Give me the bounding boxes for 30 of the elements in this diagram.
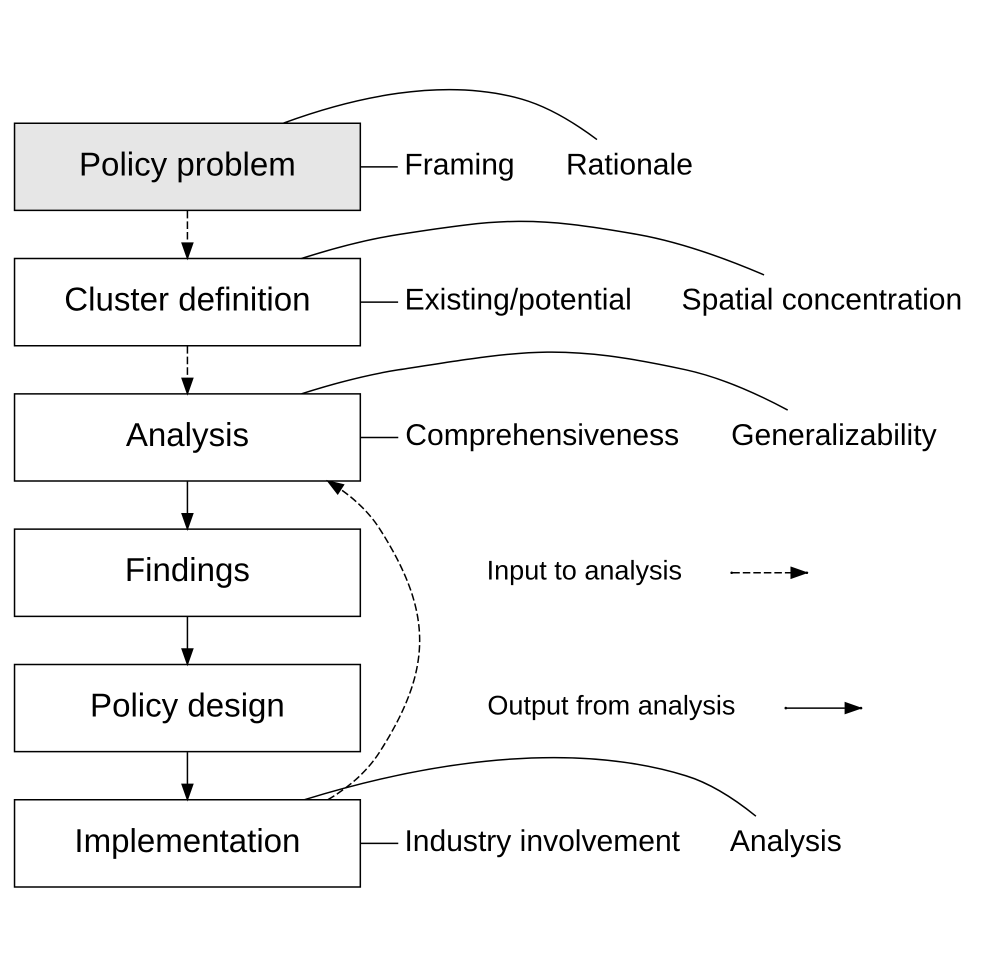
connector bbox=[360, 166, 398, 168]
node-box: Implementation bbox=[14, 799, 362, 888]
node-box: Analysis bbox=[14, 393, 362, 482]
node-box: Policy problem bbox=[14, 122, 362, 212]
arrow bbox=[181, 482, 194, 532]
node-text: Spatial concentration bbox=[682, 284, 962, 317]
connector bbox=[283, 88, 598, 140]
node-box: Findings bbox=[14, 528, 362, 618]
connector bbox=[301, 351, 788, 411]
connector bbox=[360, 436, 398, 438]
arrow bbox=[181, 346, 194, 396]
connector bbox=[304, 756, 756, 817]
node-text: Generalizability bbox=[731, 418, 937, 452]
node-text: Framing bbox=[404, 148, 515, 182]
node-text: Existing/potential bbox=[404, 284, 632, 317]
legend-label: Input to analysis bbox=[486, 555, 682, 586]
arrow bbox=[181, 616, 194, 666]
legend-label: Output from analysis bbox=[487, 690, 736, 721]
connector bbox=[360, 842, 398, 844]
arrow bbox=[326, 480, 420, 800]
node-text: Rationale bbox=[566, 148, 693, 182]
node-box: Cluster definition bbox=[14, 258, 362, 346]
node-box: Policy design bbox=[14, 664, 362, 752]
node-text: Analysis bbox=[730, 824, 842, 858]
arrow bbox=[181, 210, 194, 260]
node-text: Industry involvement bbox=[404, 824, 680, 858]
arrow bbox=[181, 752, 194, 802]
connector bbox=[301, 220, 764, 276]
node-text: Comprehensiveness bbox=[405, 418, 680, 452]
connector bbox=[360, 301, 398, 303]
